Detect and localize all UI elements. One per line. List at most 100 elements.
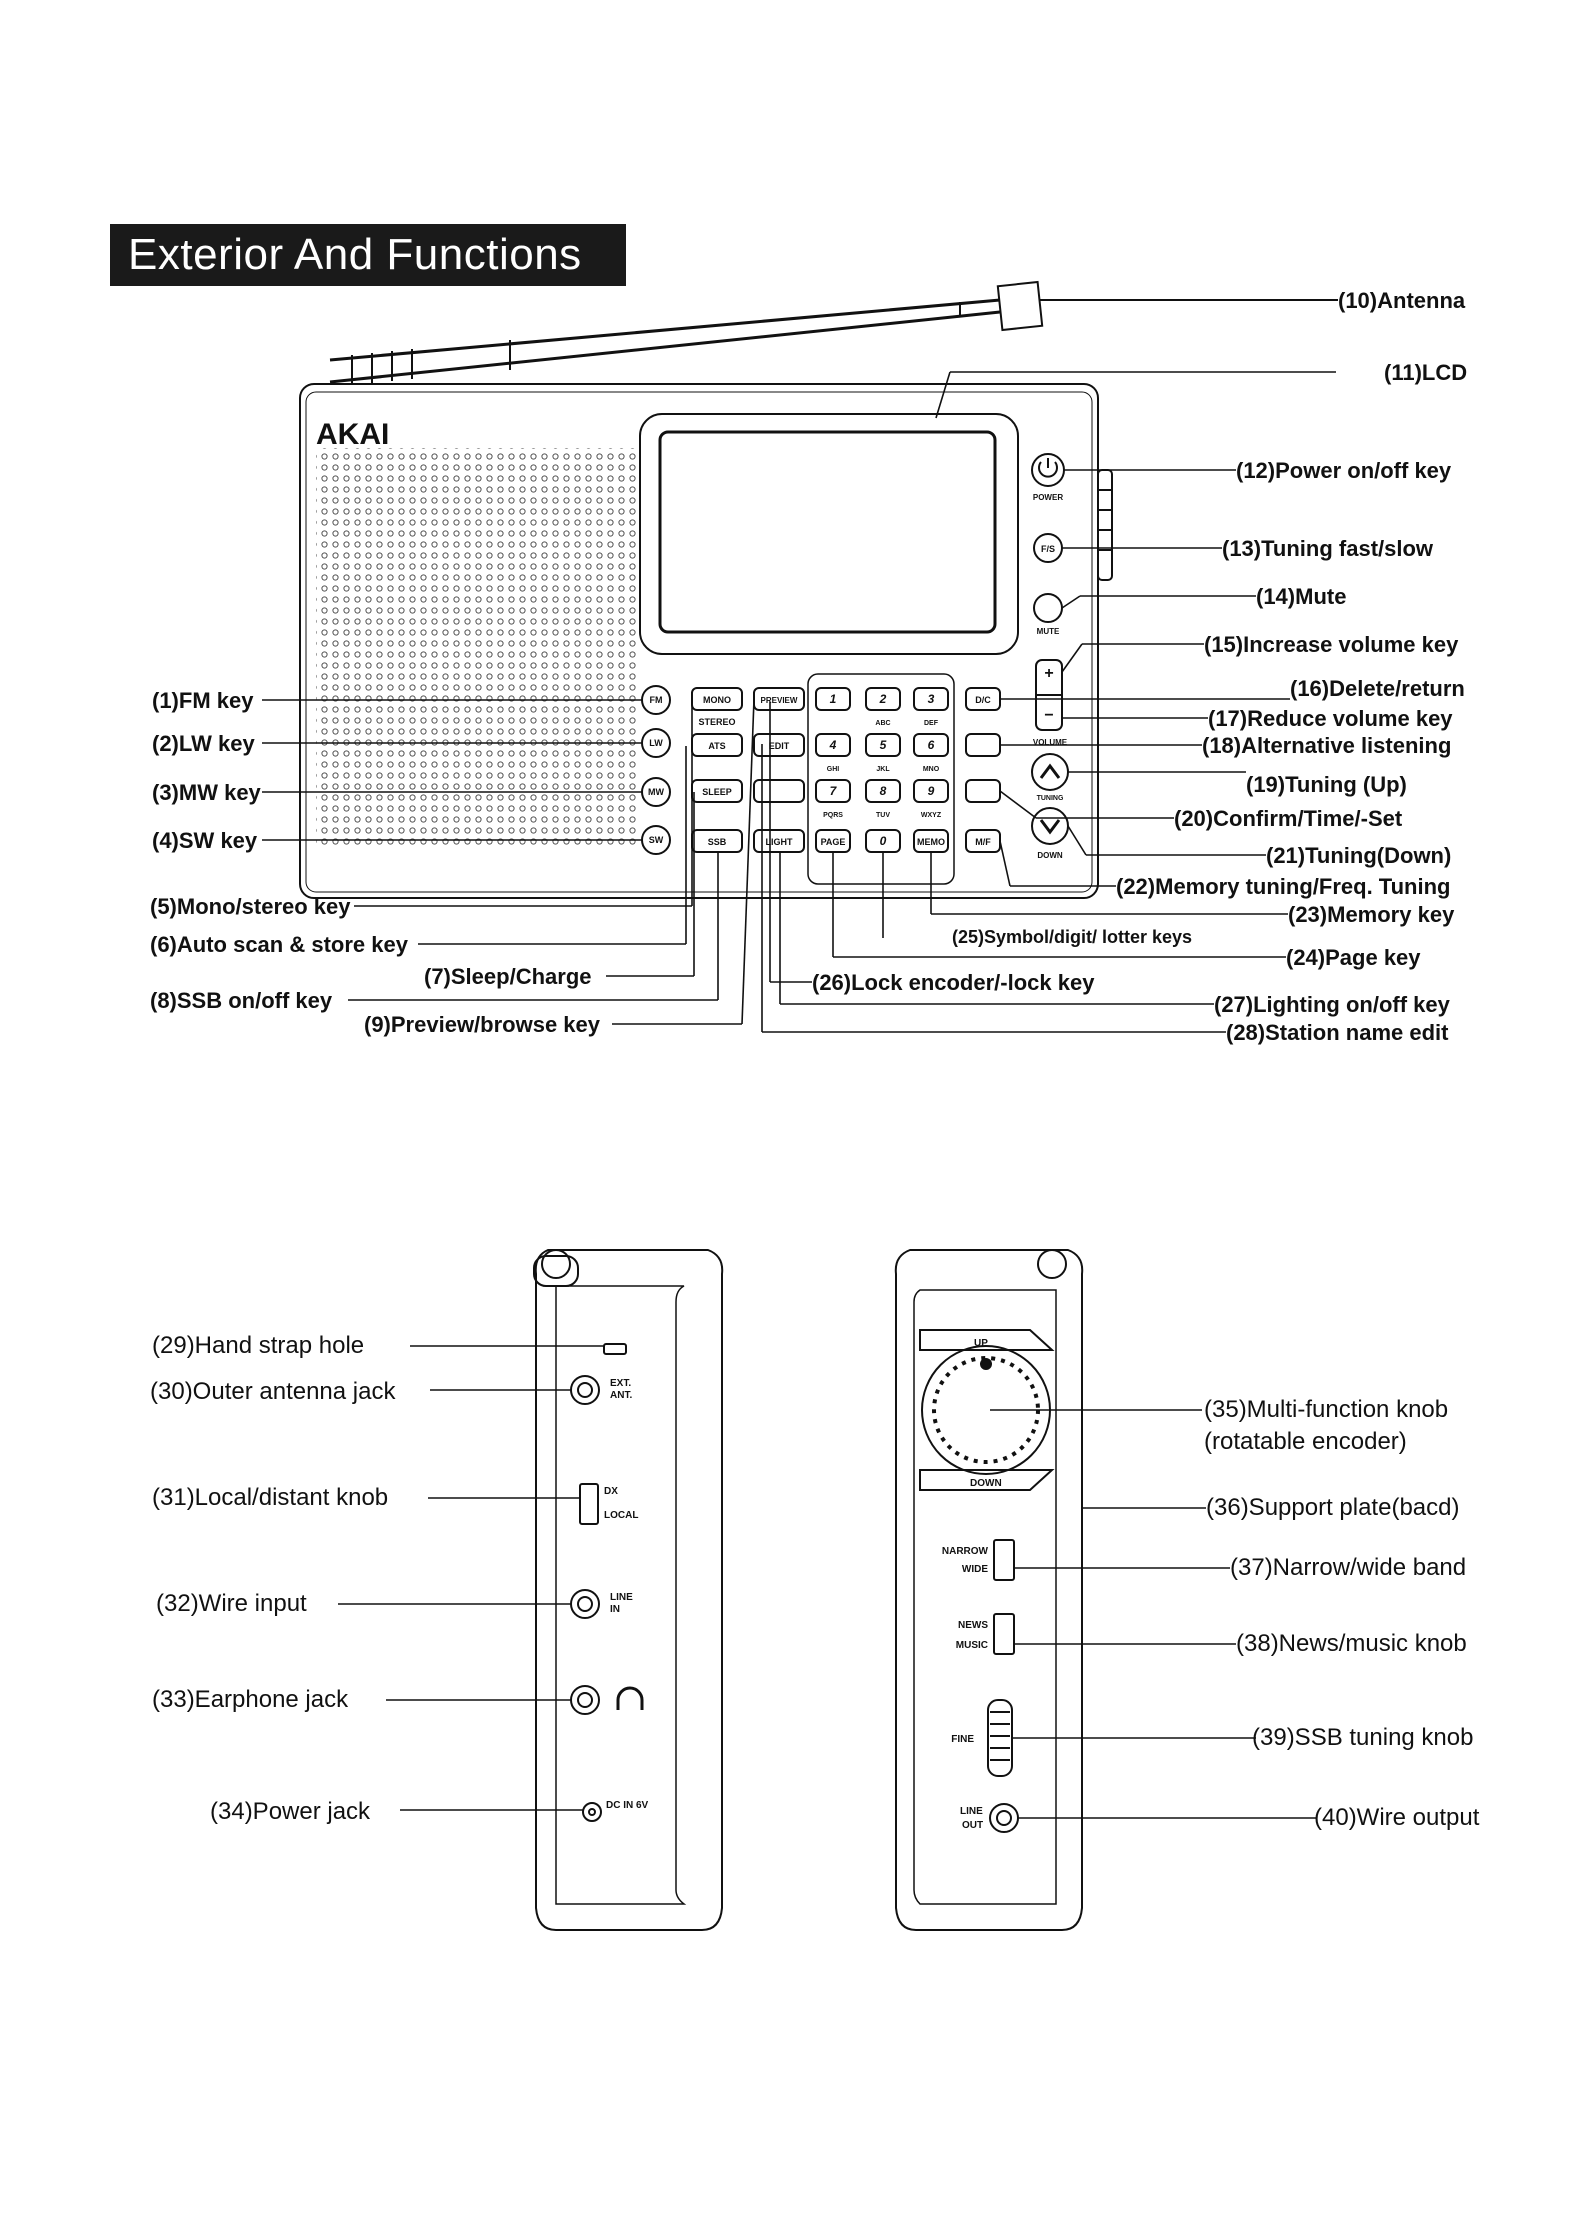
label-power-jack: (34)Power jack bbox=[210, 1798, 371, 1825]
label-lock-encoder: (26)Lock encoder/-lock key bbox=[812, 970, 1095, 995]
line-in-label-2: IN bbox=[610, 1604, 620, 1615]
label-power-key: (12)Power on/off key bbox=[1236, 458, 1452, 483]
key-6-letters: MNO bbox=[923, 766, 940, 773]
key-9-letters: WXYZ bbox=[921, 812, 942, 819]
key-7: 7 bbox=[830, 784, 838, 798]
label-mw-key: (3)MW key bbox=[152, 780, 261, 805]
mute-label: MUTE bbox=[1037, 627, 1060, 636]
preview-key-label: PREVIEW bbox=[761, 696, 798, 705]
tuning-down-button[interactable] bbox=[1031, 807, 1069, 845]
radio-body bbox=[299, 383, 1099, 899]
power-label: POWER bbox=[1033, 493, 1063, 502]
label-sleep-charge: (7)Sleep/Charge bbox=[424, 964, 592, 989]
label-lighting: (27)Lighting on/off key bbox=[1214, 992, 1450, 1017]
music-label: MUSIC bbox=[956, 1640, 988, 1651]
ats-key-label: ATS bbox=[708, 741, 725, 751]
key-7-letters: PQRS bbox=[823, 812, 843, 819]
label-sw-key: (4)SW key bbox=[152, 828, 258, 853]
key-5: 5 bbox=[880, 738, 887, 752]
label-station-name-edit: (28)Station name edit bbox=[1226, 1020, 1449, 1045]
front-leader-lines bbox=[262, 371, 1336, 1033]
memo-key-label: MEMO bbox=[917, 837, 945, 847]
label-news-music: (38)News/music knob bbox=[1236, 1630, 1467, 1657]
mono-key-label: MONO bbox=[703, 695, 731, 705]
label-alternative-listening: (18)Alternative listening bbox=[1202, 733, 1452, 758]
label-reduce-volume: (17)Reduce volume key bbox=[1208, 706, 1453, 731]
key-8-letters: TUV bbox=[876, 812, 890, 819]
page-key-label: PAGE bbox=[821, 837, 846, 847]
brand-logo: AKAI bbox=[316, 418, 389, 451]
key-0: 0 bbox=[880, 834, 887, 848]
fm-key-label: FM bbox=[650, 695, 663, 705]
up-label: UP bbox=[974, 1338, 988, 1349]
label-increase-volume: (15)Increase volume key bbox=[1204, 632, 1459, 657]
label-symbol-digit-keys: (25)Symbol/digit/ lotter keys bbox=[952, 927, 1193, 947]
confirm-button[interactable] bbox=[965, 779, 1001, 803]
label-ssb-onoff: (8)SSB on/off key bbox=[150, 988, 333, 1013]
label-mute: (14)Mute bbox=[1256, 584, 1347, 609]
label-delete-return: (16)Delete/return bbox=[1290, 676, 1465, 701]
tuning-up-button[interactable] bbox=[1031, 753, 1069, 791]
news-label: NEWS bbox=[958, 1620, 988, 1631]
dc-key-label: D/C bbox=[975, 695, 991, 705]
key-8: 8 bbox=[880, 784, 887, 798]
label-auto-scan: (6)Auto scan & store key bbox=[150, 932, 408, 957]
label-antenna: (10)Antenna bbox=[1338, 288, 1466, 313]
wide-label: WIDE bbox=[962, 1564, 988, 1575]
speaker-grill bbox=[316, 448, 638, 848]
mf-key-label: M/F bbox=[975, 837, 991, 847]
line-in-label: LINE bbox=[610, 1592, 633, 1603]
key-3-letters: DEF bbox=[924, 720, 939, 727]
key-9: 9 bbox=[928, 784, 935, 798]
edit-key-label: EDIT bbox=[769, 741, 790, 751]
key-2: 2 bbox=[879, 692, 887, 706]
label-support-plate: (36)Support plate(bacd) bbox=[1206, 1494, 1460, 1521]
label-narrow-wide: (37)Narrow/wide band bbox=[1230, 1554, 1467, 1581]
label-rotatable-encoder: (rotatable encoder) bbox=[1204, 1428, 1407, 1455]
key-4: 4 bbox=[829, 738, 837, 752]
volume-plus-label: + bbox=[1044, 665, 1053, 682]
label-wire-output: (40)Wire output bbox=[1314, 1804, 1480, 1831]
left-leader-lines bbox=[338, 1345, 604, 1811]
lw-key-label: LW bbox=[649, 738, 663, 748]
down-side-label: DOWN bbox=[970, 1478, 1002, 1489]
label-page-key: (24)Page key bbox=[1286, 945, 1421, 970]
ext-ant-label-2: ANT. bbox=[610, 1390, 632, 1401]
label-tuning-fast-slow: (13)Tuning fast/slow bbox=[1222, 536, 1434, 561]
ext-ant-label: EXT. bbox=[610, 1378, 631, 1389]
label-memory-tuning: (22)Memory tuning/Freq. Tuning bbox=[1116, 874, 1451, 899]
key-2-letters: ABC bbox=[875, 720, 890, 727]
label-mono-stereo: (5)Mono/stereo key bbox=[150, 894, 351, 919]
fine-label: FINE bbox=[951, 1734, 974, 1745]
line-out-label-2: OUT bbox=[962, 1820, 983, 1831]
antenna bbox=[329, 280, 1338, 385]
down-label: DOWN bbox=[1037, 851, 1063, 860]
lcd-screen bbox=[658, 430, 997, 634]
label-lw-key: (2)LW key bbox=[152, 731, 255, 756]
right-side-view bbox=[894, 1249, 1084, 1931]
mono-button[interactable] bbox=[691, 687, 743, 711]
label-local-distant: (31)Local/distant knob bbox=[152, 1484, 389, 1511]
key-6: 6 bbox=[928, 738, 935, 752]
volume-label: VOLUME bbox=[1033, 738, 1068, 747]
key-4-letters: GHI bbox=[827, 766, 840, 773]
light-button[interactable] bbox=[753, 829, 805, 853]
tuning-label: TUNING bbox=[1037, 795, 1064, 802]
alt-listening-button[interactable] bbox=[965, 733, 1001, 757]
mw-key-label: MW bbox=[648, 787, 664, 797]
label-outer-antenna: (30)Outer antenna jack bbox=[150, 1378, 396, 1405]
stereo-label: STEREO bbox=[698, 717, 735, 727]
edit-button[interactable] bbox=[753, 733, 805, 757]
key-3: 3 bbox=[928, 692, 935, 706]
right-leader-lines bbox=[990, 1409, 1316, 1819]
lcd-bezel bbox=[639, 413, 1019, 655]
label-tuning-down: (21)Tuning(Down) bbox=[1266, 843, 1452, 868]
lock-button[interactable] bbox=[753, 779, 805, 803]
label-fm-key: (1)FM key bbox=[152, 688, 254, 713]
mute-button[interactable] bbox=[1033, 593, 1063, 623]
label-ssb-tuning: (39)SSB tuning knob bbox=[1252, 1724, 1474, 1751]
label-earphone-jack: (33)Earphone jack bbox=[152, 1686, 349, 1713]
ssb-key-label: SSB bbox=[708, 837, 727, 847]
fs-key-label: F/S bbox=[1041, 544, 1055, 554]
